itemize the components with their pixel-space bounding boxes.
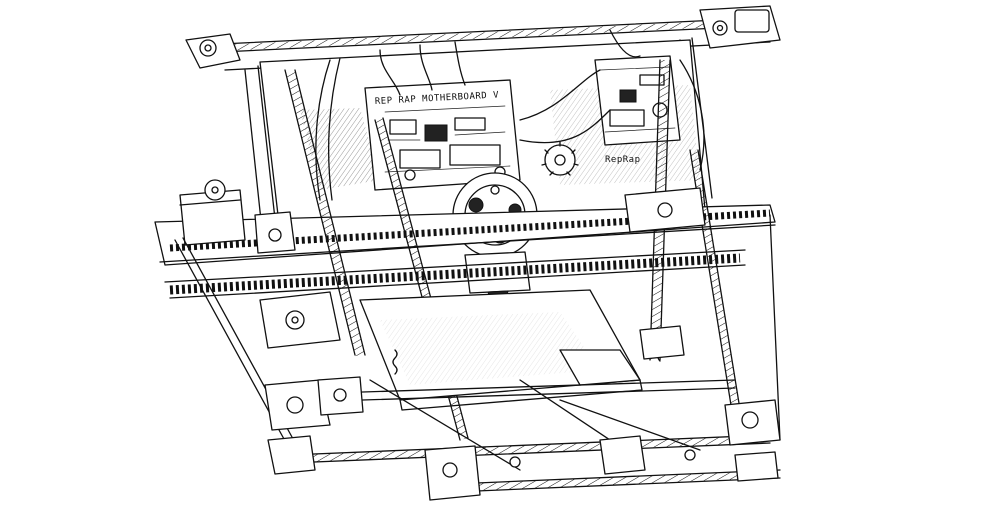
- wiring: [315, 29, 705, 201]
- z-carriage-left: [254, 211, 341, 349]
- corner-vertices: [264, 344, 781, 501]
- reprap-logo-text: RepRap: [605, 155, 641, 165]
- motherboard-left: REP RAP MOTHERBOARD V: [364, 79, 521, 191]
- x-axis-motor-left: [179, 179, 246, 246]
- z-carriage-right: [624, 187, 706, 360]
- print-bed: [359, 289, 643, 411]
